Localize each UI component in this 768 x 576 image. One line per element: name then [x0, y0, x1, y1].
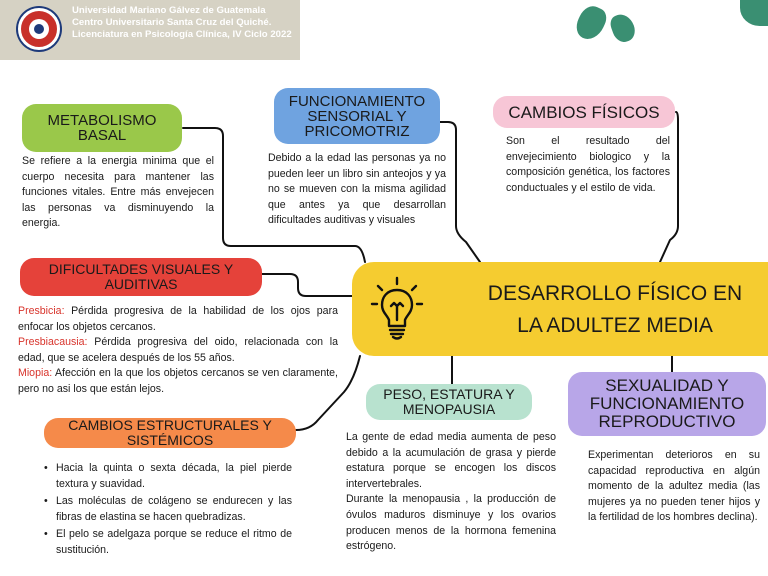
header-program: Licenciatura en Psicología Clínica, IV C…	[72, 29, 292, 40]
peso-paragraph: Durante la menopausia , la producción de…	[346, 493, 556, 553]
sexualidad-title-line: FUNCIONAMIENTO	[589, 394, 745, 413]
central-title-line: DESARROLLO FÍSICO EN	[487, 282, 743, 305]
sexualidad-title: SEXUALIDAD Y FUNCIONAMIENTO REPRODUCTIVO	[568, 372, 766, 436]
term-label: Presbiacausia:	[18, 336, 88, 349]
metabolismo-title-line: METABOLISMO	[47, 112, 157, 129]
funcionamiento-title-line: FUNCIONAMIENTO	[288, 92, 426, 110]
header-banner: Universidad Mariano Gálvez de Guatemala …	[0, 0, 300, 60]
cambios-estructurales-title-line: CAMBIOS ESTRUCTURALES Y	[68, 417, 272, 433]
term-label: Miopia:	[18, 367, 53, 380]
cambios-estructurales-title-line: SISTÉMICOS	[126, 432, 214, 448]
header-university: Universidad Mariano Gálvez de Guatemala	[72, 5, 266, 16]
cambios-fisicos-title-text: CAMBIOS FÍSICOS	[508, 102, 660, 122]
dificultades-item: Miopia: Afección en la que los objetos c…	[18, 366, 338, 397]
dificultades-text: Presbicia: Pérdida progresiva de la habi…	[18, 304, 338, 398]
dificultades-title-line: AUDITIVAS	[104, 276, 178, 292]
peso-title-line: PESO, ESTATURA Y	[383, 386, 515, 402]
term-definition: Pérdida progresiva del oido, relacionada…	[18, 336, 338, 364]
cambios-estructurales-list: Hacia la quinta o sexta década, la piel …	[42, 461, 292, 561]
cambios-estructurales-title: CAMBIOS ESTRUCTURALES Y SISTÉMICOS	[44, 418, 296, 448]
sexualidad-title-line: SEXUALIDAD Y	[605, 376, 729, 395]
dificultades-item: Presbiacausia: Pérdida progresiva del oi…	[18, 335, 338, 366]
funcionamiento-title-line: SENSORIAL Y	[307, 107, 407, 125]
dificultades-item: Presbicia: Pérdida progresiva de la habi…	[18, 304, 338, 335]
header-campus: Centro Universitario Santa Cruz del Quic…	[72, 17, 272, 28]
lightbulb-icon	[370, 276, 424, 340]
list-item: Hacia la quinta o sexta década, la piel …	[42, 461, 292, 492]
cambios-fisicos-title: CAMBIOS FÍSICOS	[493, 96, 675, 128]
peso-paragraph: La gente de edad media aumenta de peso d…	[346, 431, 556, 490]
metabolismo-title-line: BASAL	[77, 127, 127, 144]
list-item: El pelo se adelgaza porque se reduce el …	[42, 527, 292, 558]
peso-text: La gente de edad media aumenta de peso d…	[346, 430, 556, 555]
term-definition: Afección en la que los objetos cercanos …	[18, 367, 338, 395]
metabolismo-text: Se refiere a la energia minima que el cu…	[22, 155, 214, 230]
term-definition: Pérdida progresiva de la habilidad de lo…	[18, 305, 338, 333]
header-text: Universidad Mariano Gálvez de Guatemala …	[72, 5, 292, 41]
peso-title-line: MENOPAUSIA	[402, 401, 496, 417]
term-label: Presbicia:	[18, 305, 65, 317]
cambios-fisicos-text: Son el resultado del envejecimiento biol…	[506, 135, 670, 194]
funcionamiento-text: Debido a la edad las personas ya no pued…	[268, 152, 446, 227]
funcionamiento-title-line: PRICOMOTRIZ	[304, 122, 410, 140]
university-seal-logo	[18, 8, 60, 50]
dificultades-title: DIFICULTADES VISUALES Y AUDITIVAS	[20, 258, 262, 296]
peso-title: PESO, ESTATURA Y MENOPAUSIA	[366, 384, 532, 420]
central-title: DESARROLLO FÍSICO EN LA ADULTEZ MEDIA	[470, 278, 760, 342]
sexualidad-text: Experimentan deterioros en su capacidad …	[588, 449, 760, 524]
list-item: Las moléculas de colágeno se endurecen y…	[42, 494, 292, 525]
dificultades-title-line: DIFICULTADES VISUALES Y	[48, 261, 234, 277]
funcionamiento-title: FUNCIONAMIENTO SENSORIAL Y PRICOMOTRIZ	[274, 88, 440, 144]
metabolismo-title: METABOLISMO BASAL	[22, 104, 182, 152]
central-topic: DESARROLLO FÍSICO EN LA ADULTEZ MEDIA	[352, 262, 768, 356]
sexualidad-title-line: REPRODUCTIVO	[598, 412, 736, 431]
central-title-line: LA ADULTEZ MEDIA	[517, 314, 713, 337]
